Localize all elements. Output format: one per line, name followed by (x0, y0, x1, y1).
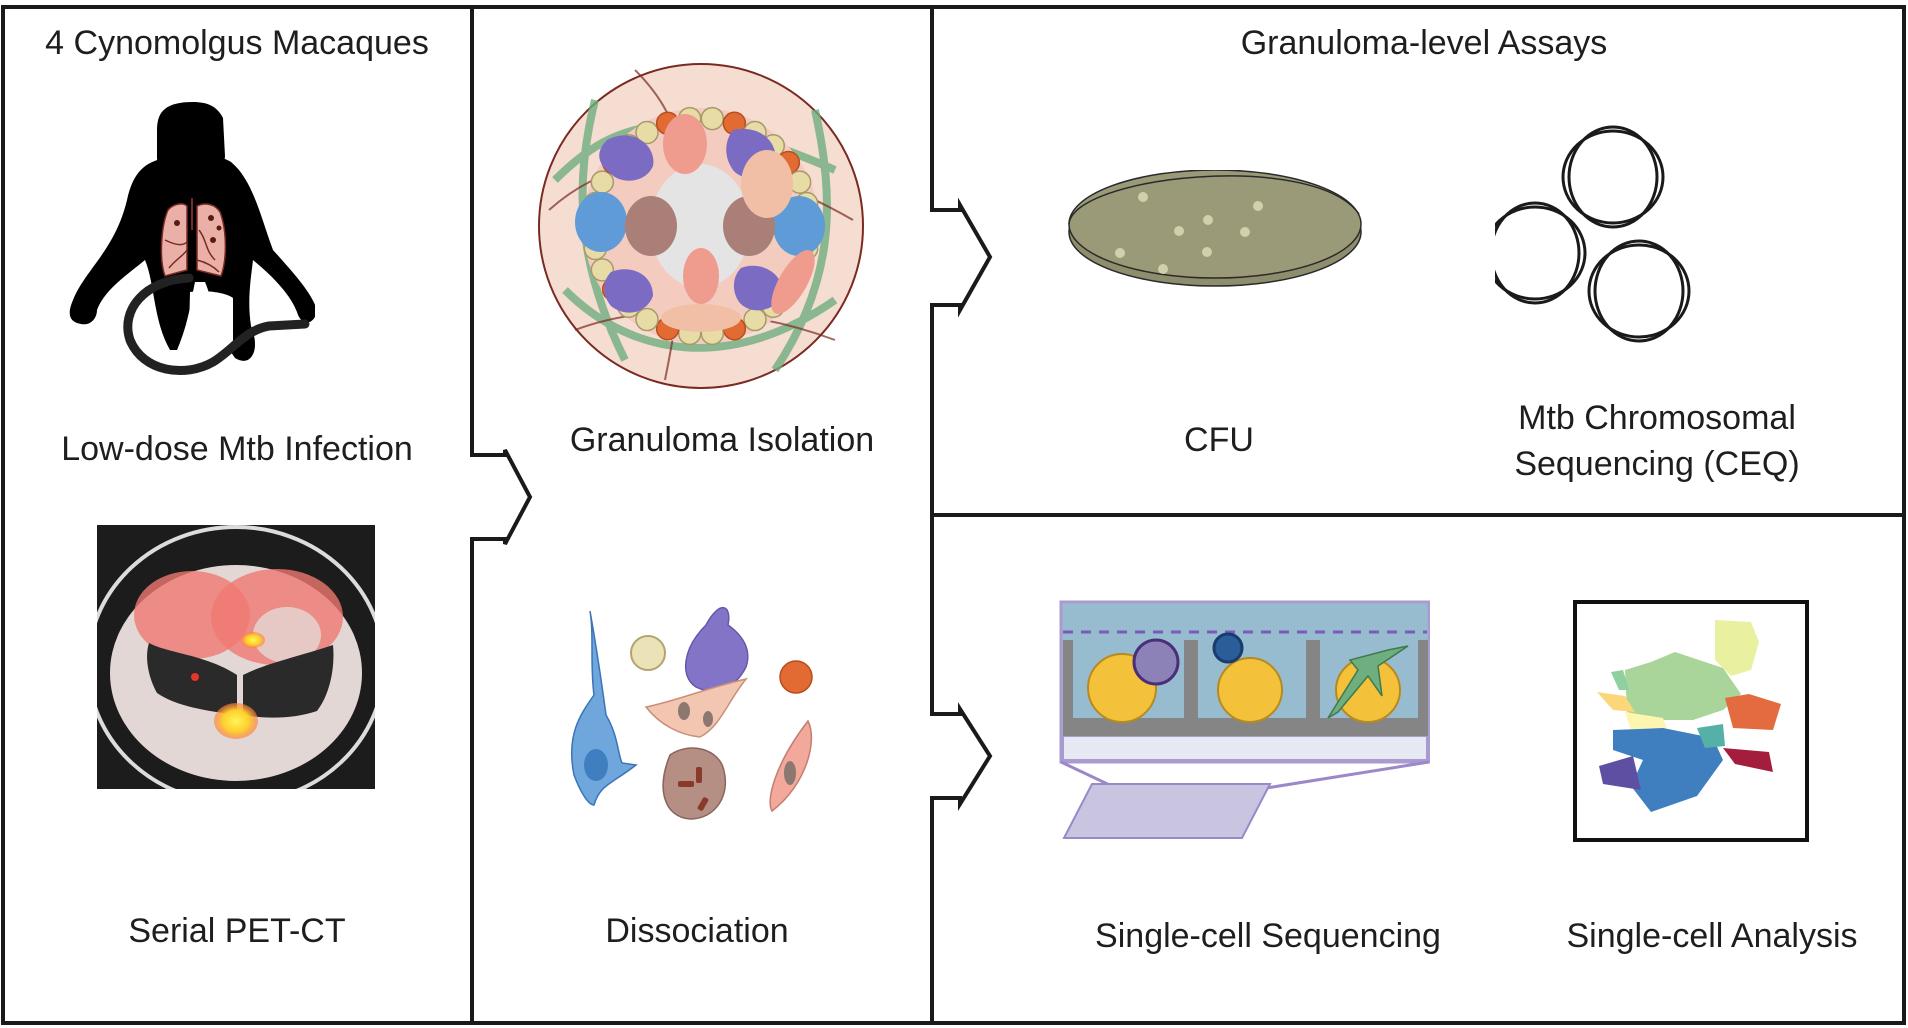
granuloma-ring-cell (700, 106, 725, 131)
single-cell-sequencing-device-icon (1059, 600, 1430, 839)
assays-title: Granuloma-level Assays (1240, 24, 1608, 62)
arrow-isolation-to-assays (930, 7, 993, 1023)
arrow-infection-to-isolation (470, 7, 533, 1023)
isolation-label: Granuloma Isolation (569, 421, 875, 459)
dissociation-label: Dissociation (605, 912, 789, 950)
dissociated-cells-illustration (570, 607, 813, 820)
chromosome-rings-icon (1495, 125, 1691, 343)
umap-plot (1573, 600, 1809, 842)
scanalysis-label: Single-cell Analysis (1566, 917, 1858, 955)
ceq-label-line2: Sequencing (CEQ) (1514, 445, 1800, 483)
granuloma-illustration (538, 63, 864, 389)
macaques-title: 4 Cynomolgus Macaques (45, 24, 429, 62)
macaque-silhouette-icon (69, 102, 315, 376)
scseq-label: Single-cell Sequencing (1095, 917, 1441, 955)
petri-dish-icon (1068, 170, 1362, 287)
granuloma-ring-cell (590, 258, 615, 282)
granuloma-ring-cell (743, 307, 767, 332)
imaging-label: Serial PET-CT (128, 912, 346, 950)
granuloma-ring-cell (590, 170, 615, 194)
granuloma-ring-cell (635, 120, 659, 145)
cfu-label: CFU (1184, 421, 1254, 459)
pet-ct-scan-image (97, 525, 375, 789)
tail-icon (123, 273, 310, 376)
granuloma-ring-cell (635, 307, 659, 332)
infection-label: Low-dose Mtb Infection (61, 430, 413, 468)
lungs-icon (160, 203, 188, 277)
ceq-label-line1: Mtb Chromosomal (1518, 399, 1796, 437)
